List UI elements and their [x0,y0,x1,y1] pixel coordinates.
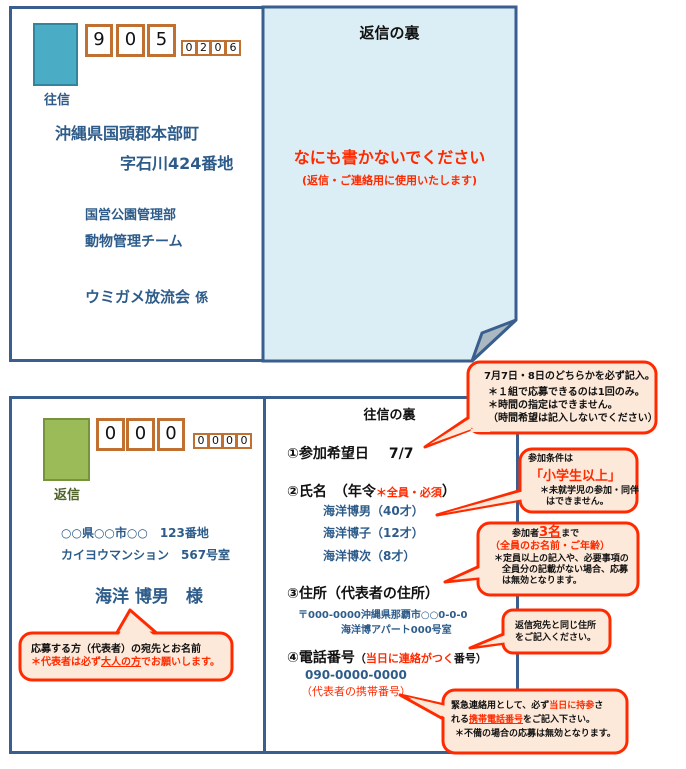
item-phone: ④電話番号（当日に連絡がつく番号） [287,647,487,667]
participant-name: 海洋博子（12才） [323,526,424,540]
address-line: 字石川424番地 [120,154,234,173]
callout-condition [518,447,639,514]
callout-line: はできません。 [546,497,609,507]
item-phone-label: ④電話番号 [287,650,355,666]
callout-date-text: 7月7日・8日のどちらかを必ず記入。 ＊１組で応募できるのは1回のみ。 ＊時間の… [484,370,658,425]
callout-text: ＊代表者は必ず [31,657,101,668]
callout-text: をご記入下さい。 [523,715,596,725]
callout-line: ＊不備の場合の応募は無効となります。 [455,729,616,739]
callout-text: 緊急連絡用として、必ず [451,701,550,711]
postal-digit: 9 [85,24,113,57]
callout-representative-text: 応募する方（代表者）の宛先とお名前 ＊代表者は必ず大人の方でお願いします。 [31,643,220,669]
reply-address-line: カイヨウマンション 567号室 [61,548,231,562]
item-name-required: ＊全員・必須 [375,486,442,499]
item-date-label: ①参加希望日 [287,446,369,462]
rep-address-line: 〒000-0000沖縄県那覇市○○0-0-0 [298,610,468,621]
callout-text: 当日に持参 [549,701,595,711]
item-phone-open: （ [354,652,366,665]
rep-address-line: 海洋博アパート000号室 [341,625,452,636]
callout-tail [435,488,524,517]
item-name: ②氏名 （年令＊全員・必須） [287,481,456,501]
callout-address [501,608,612,655]
callout-text: 参加者 [512,529,540,539]
postal-digit: 0 [96,418,125,451]
postal-digit: 0 [126,418,155,451]
callout-condition-text: 参加条件は 「小学生以上」 ＊未就学児の参加・同伴 はできません。 [528,453,639,508]
item-phone-tail: 番号） [453,652,487,665]
callout-line: ＊未就学児の参加・同伴 [540,486,640,496]
postal-digit: 0 [116,24,145,57]
item-date: ①参加希望日 7/7 [287,443,413,463]
back-notice: なにも書かないでください [293,148,486,167]
outgoing-stamp [33,23,78,86]
callout-line: ＊時間の指定はできません。 [488,400,618,411]
address-line: 沖縄県国頭郡本部町 [55,124,200,143]
callout-line: 7月7日・8日のどちらかを必ず記入。 [484,371,655,382]
callout-line: 返信宛先と同じ住所 [515,621,597,631]
callout-text: 大人の方 [101,657,141,668]
callout-address-text: 返信宛先と同じ住所 をご記入ください。 [515,620,596,644]
callout-text: 携帯電話番号 [469,715,524,725]
callout-count: 3名 [539,525,562,540]
phone-number: 090-0000-0000 [305,668,407,682]
postal-digit-small: 6 [225,40,241,56]
callout-line: ＊代表者は必ず大人の方でお願いします。 [31,656,220,669]
callout-participants-text: 参加者3名まで （全員のお名前・ご年齢） ＊定員以上の記入や、必要事項の 全員分… [490,525,629,587]
reply-address-line: ○○県○○市○○ 123番地 [61,526,209,540]
callout-text: れる [451,715,470,725]
reply-back-title: 往信の裏 [363,408,416,423]
callout-line: （時間希望は記入しないでください） [488,413,658,424]
outgoing-stamp-label: 往信 [44,93,71,108]
callout-highlight: 「小学生以上」 [530,469,622,484]
callout-line: 参加者3名まで [490,525,629,540]
recipient: ウミガメ放流会 係 [85,286,208,307]
callout-line: 応募する方（代表者）の宛先とお名前 [31,644,201,655]
postal-digit: 0 [157,418,185,451]
callout-line: 緊急連絡用として、必ず当日に持参さ [451,699,616,713]
participant-name: 海洋博男（40才） [323,504,424,518]
callout-line: ＊定員以上の記入や、必要事項の [494,554,629,564]
folded-corner-icon [470,318,518,363]
callout-line: 全員分の記載がない場合、応募 [502,565,629,575]
callout-line: をご記入ください。 [515,633,597,643]
callout-date [466,360,658,435]
postal-digit-small: 0 [236,433,252,449]
recipient-name: ウミガメ放流会 [85,288,191,306]
item-address: ③住所（代表者の住所） [287,586,439,602]
callout-text: さ [594,701,604,711]
callout-text: まで [561,529,580,539]
participant-name: 海洋博次（8才） [323,549,416,563]
callout-participants [476,521,640,597]
reply-stamp [43,418,90,481]
callout-text: でお願いします。 [141,657,220,668]
callout-line: は無効となります。 [502,576,582,586]
item-name-label: ②氏名 （年令 [287,484,376,500]
item-phone-red: 当日に連絡がつく [365,652,454,665]
callout-line: れる携帯電話番号をご記入下さい。 [451,713,616,727]
callout-line: 参加条件は [528,454,574,464]
recipient-suffix: 係 [195,291,209,306]
back-subnotice: (返信・ご連絡用に使用いたします) [301,174,478,187]
back-title: 返信の裏 [359,24,420,42]
outgoing-card-back [261,5,518,363]
postal-digit: 5 [147,24,176,57]
dept-line: 国営公園管理部 [85,208,177,223]
callout-line: （全員のお名前・ご年齢） [490,541,610,552]
reply-stamp-label: 返信 [54,488,81,503]
callout-line: ＊１組で応募できるのは1回のみ。 [488,387,645,398]
callout-phone-text: 緊急連絡用として、必ず当日に持参さ れる携帯電話番号をご記入下さい。 ＊不備の場… [451,699,616,741]
item-name-close: ） [441,484,456,500]
callout-phone [441,688,629,755]
dept-line: 動物管理チーム [85,234,183,250]
phone-note: （代表者の携帯番号） [301,685,411,698]
item-date-value: 7/7 [388,446,414,462]
reply-name: 海洋 博男 様 [95,587,203,607]
